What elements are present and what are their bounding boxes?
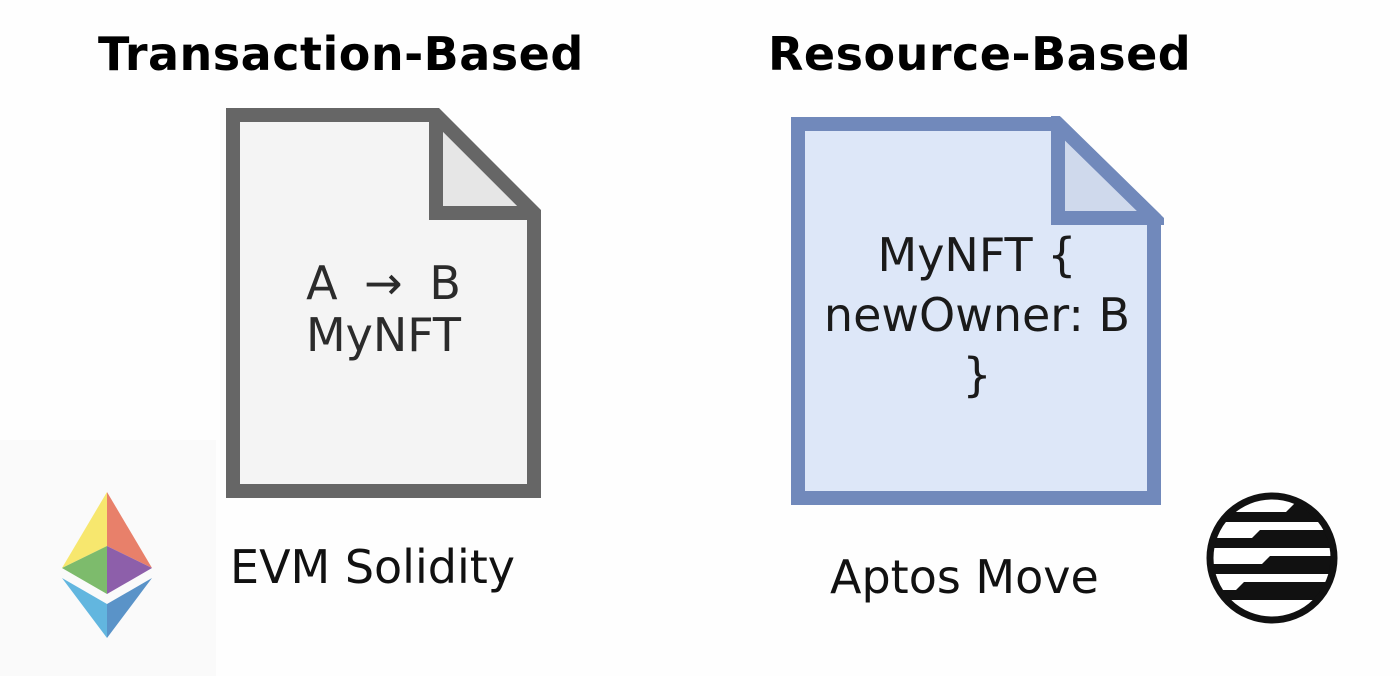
resource-based-title: Resource-Based (768, 27, 1192, 81)
resource-open-line: MyNFT { (877, 228, 1077, 282)
resource-close-line: } (962, 348, 992, 402)
resource-field-line: newOwner: B (823, 288, 1131, 342)
ethereum-logo-icon (62, 492, 152, 638)
document-icon (226, 98, 551, 498)
transaction-document: A → B MyNFT (226, 98, 551, 498)
resource-document: MyNFT { newOwner: B } (790, 107, 1172, 506)
aptos-move-label: Aptos Move (830, 550, 1099, 604)
nft-name-line: MyNFT (305, 308, 462, 362)
evm-solidity-label: EVM Solidity (230, 540, 515, 594)
aptos-logo-icon (1206, 492, 1338, 624)
transfer-line: A → B (306, 256, 461, 310)
document-icon (791, 107, 1172, 505)
transaction-based-title: Transaction-Based (98, 27, 584, 81)
